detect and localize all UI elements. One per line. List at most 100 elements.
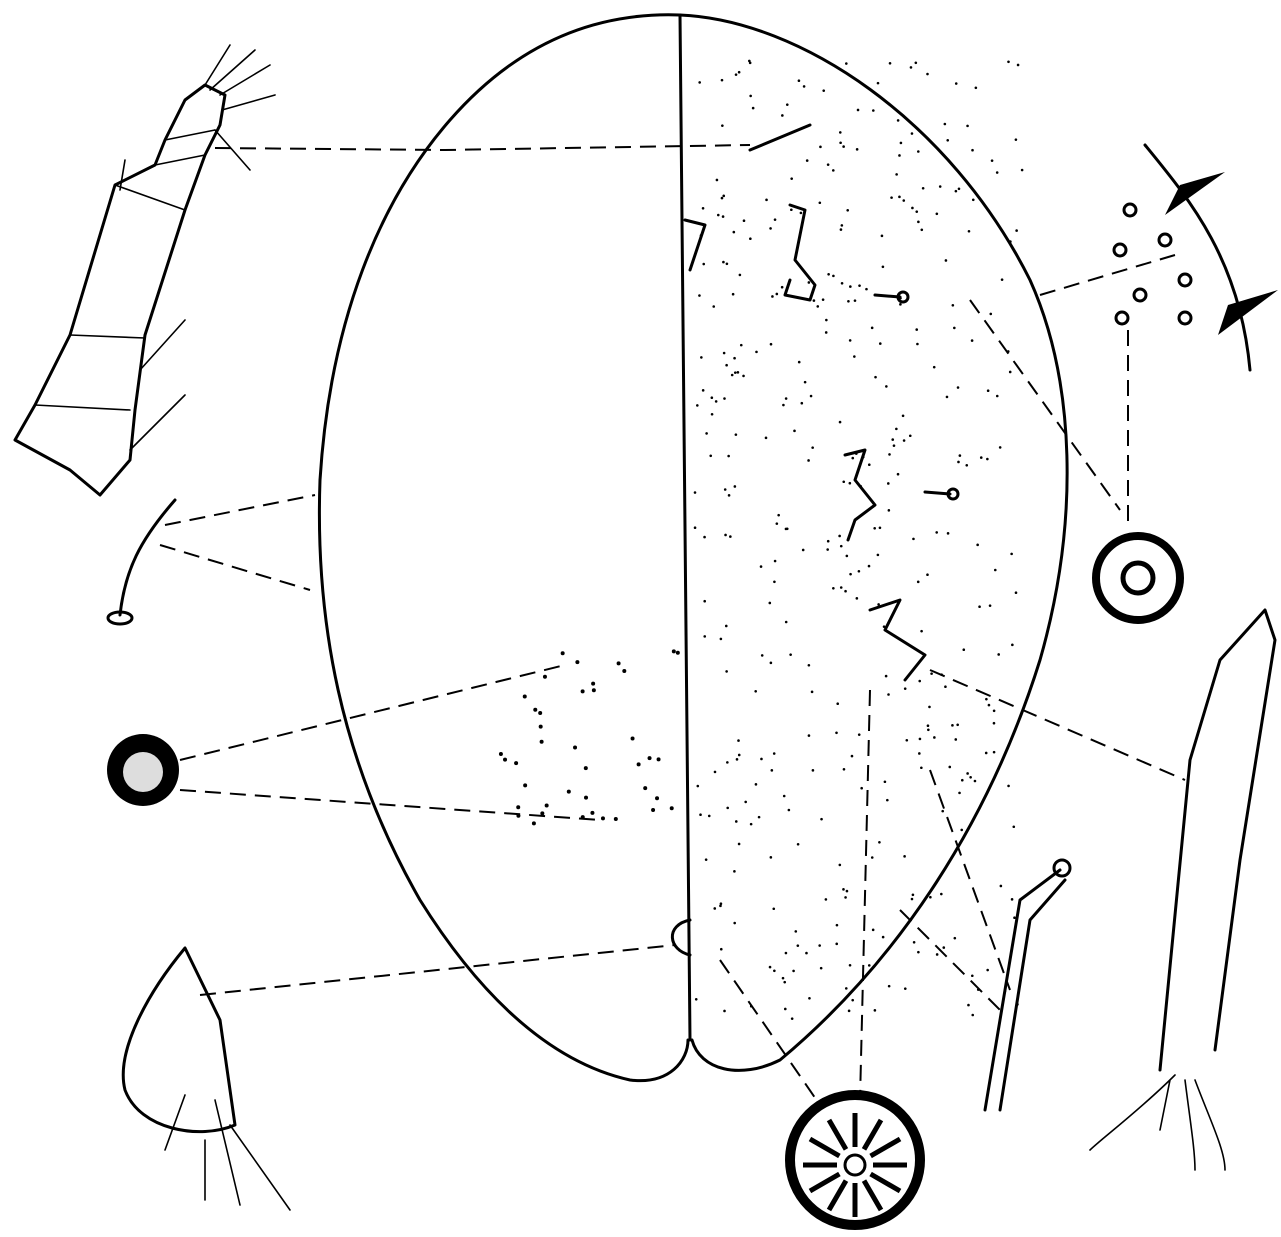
seta-base-a — [896, 290, 910, 304]
pore-dot — [954, 738, 958, 741]
pore-dot — [887, 693, 890, 696]
pore-dot — [769, 661, 773, 665]
pore-dot — [847, 1009, 851, 1013]
pore-dot — [655, 796, 660, 801]
pore-dot — [928, 705, 931, 709]
pore-dot — [797, 360, 801, 364]
pore-dot — [911, 206, 914, 210]
pore-dot — [853, 355, 856, 358]
pore-dot — [903, 987, 907, 990]
pore-dot — [885, 385, 888, 388]
pore-dot — [912, 537, 915, 541]
pore-dot — [926, 724, 930, 728]
pore-dot — [733, 870, 736, 873]
pore-dot — [842, 145, 845, 148]
pore-dot — [693, 491, 697, 494]
pore-dot — [749, 94, 752, 98]
pore-dot — [878, 526, 882, 530]
pore-dot — [807, 459, 810, 462]
pore-dot — [591, 688, 596, 693]
antenna-segments — [34, 129, 216, 411]
pore-dot — [720, 196, 724, 200]
pore-dot — [918, 752, 921, 755]
pore-dot — [876, 553, 880, 557]
pore-dot — [781, 114, 784, 117]
pore-dot — [731, 292, 735, 296]
pore-dot — [720, 78, 724, 82]
conical-seta-2 — [1218, 290, 1278, 335]
pore-dot — [840, 224, 844, 227]
pore-dot — [914, 61, 918, 65]
pore-dot — [647, 756, 652, 761]
pore-dot — [775, 522, 779, 525]
pore-dot — [876, 81, 880, 85]
pore-dot — [887, 509, 891, 512]
pore-dot — [733, 921, 736, 925]
pore-dot — [948, 765, 952, 769]
pore-dot — [909, 66, 913, 69]
body-seta — [118, 498, 177, 617]
discoidal-pore-center — [843, 1153, 867, 1177]
pore-dot — [737, 70, 741, 74]
pore-dot — [539, 739, 544, 744]
pore-dot — [732, 230, 736, 234]
pore-dot — [723, 488, 727, 491]
pore-dot — [967, 229, 971, 233]
pore-dot — [844, 896, 847, 899]
anterior-structure — [683, 218, 707, 272]
pore-dot — [656, 757, 661, 762]
pore-dot — [721, 215, 725, 218]
pore-dot — [531, 821, 536, 826]
pore-dot — [958, 791, 961, 795]
pore-dot — [575, 660, 580, 665]
pore-dot — [898, 154, 901, 157]
pore-dot — [1014, 591, 1018, 595]
pore-dot — [805, 951, 808, 955]
pore-dot — [930, 672, 933, 675]
pore-dot — [744, 800, 747, 804]
pore-dot — [810, 690, 814, 694]
pore-dot — [769, 856, 773, 859]
pore-dot — [877, 603, 880, 606]
spiracle-1 — [783, 203, 817, 302]
small-duct-head — [1052, 858, 1072, 878]
pore-dot — [613, 817, 618, 822]
pore-dot — [719, 947, 723, 951]
pore-dot — [580, 689, 585, 694]
pore-dot — [811, 446, 814, 449]
pore-dot — [845, 554, 849, 558]
pore-dot — [725, 670, 728, 673]
pore-dot — [696, 784, 700, 788]
pore-dot — [1013, 916, 1016, 920]
pore-dot — [784, 397, 788, 400]
pore-dot — [808, 996, 811, 1000]
pore-dot — [848, 339, 852, 342]
pore-dot — [790, 177, 793, 180]
pore-dot — [942, 946, 946, 949]
pore-dot — [971, 198, 975, 202]
pore-dot — [748, 59, 751, 63]
pore-dot — [726, 806, 729, 810]
pore-dot — [773, 580, 776, 584]
pore-dot — [903, 855, 906, 858]
pore-dot — [844, 589, 847, 593]
conical-seta-1 — [1165, 172, 1225, 215]
pore-dot — [824, 331, 828, 334]
pore-spoke — [861, 1118, 884, 1151]
pore-dot — [990, 159, 994, 162]
dark-pore-center — [123, 752, 163, 792]
pore-dot — [727, 454, 730, 458]
pore-dot — [498, 751, 503, 756]
pore-dot — [945, 395, 949, 399]
pore-dot — [918, 679, 922, 683]
pore-dot — [838, 420, 842, 424]
seta-base-b — [946, 487, 960, 501]
pore-dot — [722, 260, 725, 264]
discoidal-pore — [785, 1090, 925, 1230]
pore-dot — [960, 828, 964, 832]
pore-dot — [960, 778, 964, 782]
pore-dot — [737, 842, 741, 846]
pore-dot — [785, 103, 789, 106]
pore-dot — [719, 637, 723, 641]
pore-dot — [560, 651, 565, 656]
